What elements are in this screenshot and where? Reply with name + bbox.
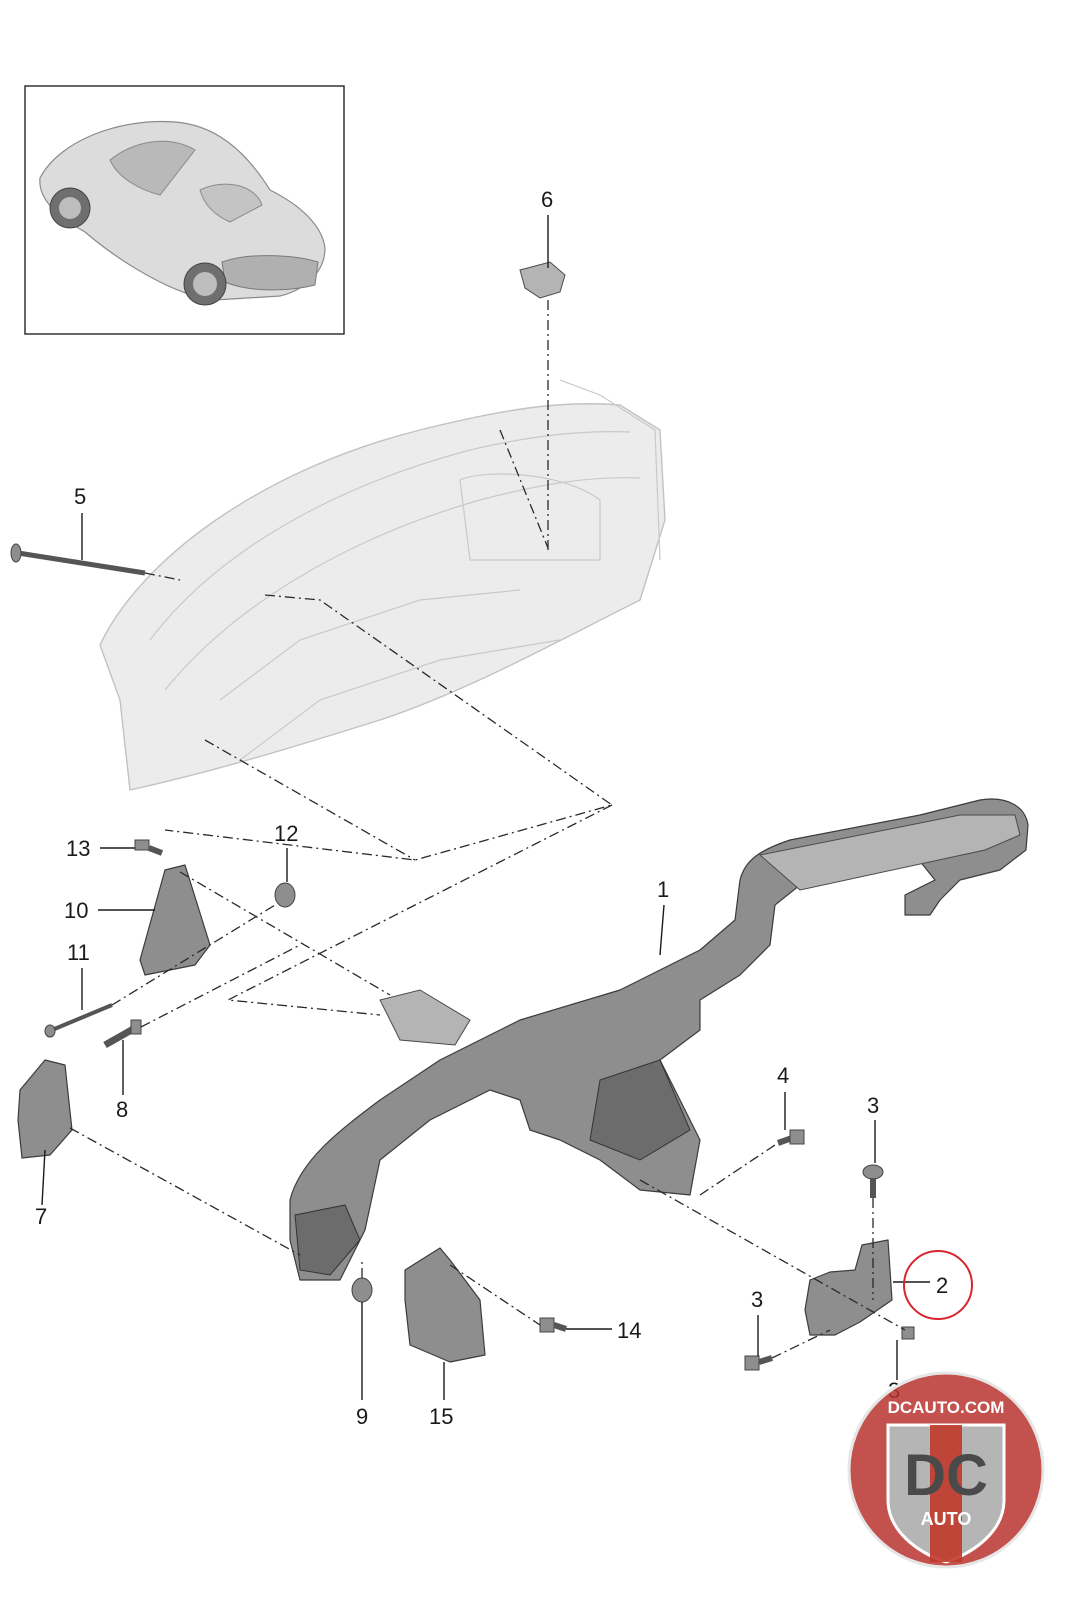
dcauto-logo: DCAUTO.COM DC AUTO	[847, 1371, 1045, 1569]
callout-13: 13	[66, 836, 90, 861]
car-inset	[24, 85, 345, 335]
nut-9	[351, 1277, 373, 1303]
callout-7: 7	[35, 1204, 47, 1229]
callout-9: 9	[356, 1404, 368, 1429]
nut-12	[274, 882, 296, 908]
callout-4: 4	[777, 1063, 789, 1088]
callout-3-upper: 3	[867, 1093, 879, 1118]
bolt-11	[44, 1003, 113, 1038]
callout-10: 10	[64, 898, 88, 923]
callout-11: 11	[67, 940, 90, 965]
callout-8: 8	[116, 1097, 128, 1122]
callout-12: 12	[274, 821, 298, 846]
svg-text:DC: DC	[904, 1443, 988, 1508]
callout-1: 1	[657, 877, 669, 902]
dashboard-crossmember	[289, 798, 1029, 1281]
callout-2-highlight-ring	[903, 1250, 973, 1320]
leader-lines	[41, 215, 930, 1400]
callout-14: 14	[617, 1318, 641, 1343]
clip-nut-6	[519, 261, 566, 299]
bolt-4	[776, 1129, 805, 1146]
bolt-5	[10, 543, 146, 576]
svg-text:DCAUTO.COM: DCAUTO.COM	[888, 1398, 1005, 1417]
bracket-7	[17, 1059, 73, 1159]
callout-3-left: 3	[751, 1287, 763, 1312]
bracket-15	[404, 1247, 486, 1363]
small-parts	[10, 261, 915, 1371]
bolt-3-left	[744, 1355, 773, 1371]
bracket-10	[139, 864, 211, 976]
callout-6: 6	[541, 187, 553, 212]
callout-labels: 1 2 3 3 3 4 5 6 7 8 9 10 11 12 13 14 15	[35, 187, 948, 1429]
vehicle-body-ghost	[99, 379, 666, 791]
assembly-lines	[69, 300, 906, 1359]
bolt-13	[134, 839, 164, 856]
bolt-14	[539, 1317, 567, 1333]
callout-2: 2	[936, 1273, 948, 1298]
bolt-3-upper	[862, 1164, 884, 1198]
callout-5: 5	[74, 484, 86, 509]
bracket-2	[804, 1239, 893, 1336]
callout-15: 15	[429, 1404, 453, 1429]
svg-text:AUTO: AUTO	[921, 1509, 972, 1529]
